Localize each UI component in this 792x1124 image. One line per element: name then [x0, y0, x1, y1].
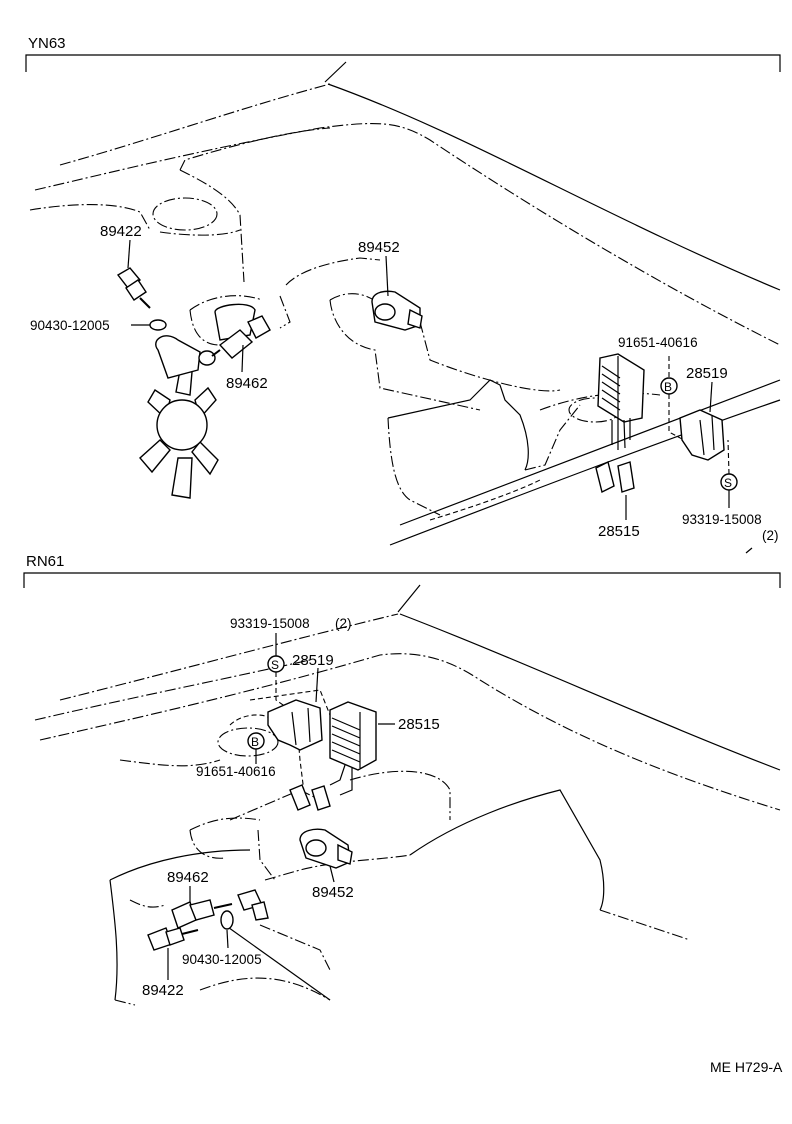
leader-28519-yn63	[709, 381, 713, 413]
badge-s-text-rn61: S	[271, 658, 279, 672]
leader-89422-yn63	[127, 239, 131, 269]
figure-code: ME H729-A	[710, 1059, 783, 1075]
label-28519-yn63: 28519	[686, 365, 728, 382]
part-89422-sender-rn61	[147, 927, 199, 951]
section-title-yn63: YN63	[28, 35, 66, 52]
label-28519-rn61: 28519	[292, 652, 334, 669]
leader-93319-b-rn61	[275, 672, 291, 711]
part-28515-resistor-rn61	[289, 701, 377, 811]
section-rn61: RN61	[23, 553, 781, 1006]
section-bracket-yn63	[25, 54, 781, 72]
part-90430-washer-rn61	[220, 910, 234, 930]
label-93319-yn63: 93319-15008	[682, 512, 762, 527]
label-90430-yn63: 90430-12005	[30, 318, 110, 333]
part-28515-resistor-yn63	[595, 353, 645, 494]
section-yn63: YN63	[25, 35, 781, 554]
section-title-rn61: RN61	[26, 553, 64, 570]
part-89422-sender-yn63	[116, 267, 151, 309]
part-89462-switch-rn61	[171, 889, 269, 929]
leader-93319-a-yn63	[727, 439, 730, 475]
badge-s-text-yn63: S	[724, 476, 732, 490]
part-89462-switch-yn63	[211, 315, 271, 359]
leader-89452-rn61	[329, 865, 335, 883]
section-bracket-rn61	[23, 572, 781, 588]
leader-89452-yn63	[385, 255, 389, 297]
label-93319-qty-rn61: (2)	[335, 616, 352, 631]
leader-28519-rn61	[315, 667, 319, 703]
leader-91651-b-yn63	[668, 394, 685, 441]
leader-90430-rn61	[226, 929, 229, 949]
label-28515-rn61: 28515	[398, 716, 440, 733]
label-89462-rn61: 89462	[167, 869, 209, 886]
part-28519-bracket-yn63	[679, 409, 725, 461]
label-89452-rn61: 89452	[312, 884, 354, 901]
badge-b-text-rn61: B	[251, 735, 259, 749]
leader-93319-qty-yn63	[745, 547, 753, 554]
label-93319-rn61: 93319-15008	[230, 616, 310, 631]
label-90430-rn61: 90430-12005	[182, 952, 262, 967]
badge-b-text-yn63: B	[664, 380, 672, 394]
radiator-fan-yn63	[139, 303, 256, 499]
label-89422-rn61: 89422	[142, 982, 184, 999]
part-89452-throttle-sensor-rn61	[299, 828, 353, 869]
label-93319-qty-yn63: (2)	[762, 528, 779, 543]
label-91651-yn63: 91651-40616	[618, 335, 698, 350]
engine-outline-yn63	[29, 61, 781, 546]
leader-89462-yn63	[241, 344, 244, 373]
part-28519-bracket-rn61	[267, 699, 323, 751]
label-89462-yn63: 89462	[226, 375, 268, 392]
part-90430-washer-yn63	[149, 319, 167, 331]
label-89422-yn63: 89422	[100, 223, 142, 240]
engine-outline-rn61	[34, 584, 781, 1006]
label-91651-rn61: 91651-40616	[196, 764, 276, 779]
part-89452-throttle-sensor-yn63	[371, 290, 423, 331]
label-89452-yn63: 89452	[358, 239, 400, 256]
label-28515-yn63: 28515	[598, 523, 640, 540]
